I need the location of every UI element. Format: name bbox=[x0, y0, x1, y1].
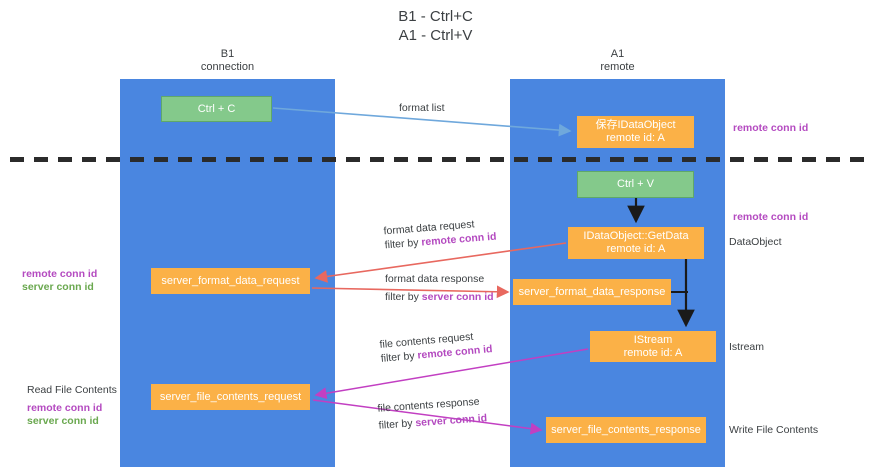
annotation-remote-conn-id-top: remote conn id bbox=[733, 122, 809, 134]
annotation-dataobject: DataObject bbox=[729, 236, 782, 248]
filter-prefix: filter by bbox=[385, 291, 422, 303]
node-server-format-data-response-label: server_format_data_response bbox=[518, 285, 666, 298]
annotation-server-conn-id: server conn id bbox=[27, 415, 99, 427]
arrow-label-format-data-request: format data request filter by remote con… bbox=[383, 216, 497, 253]
node-istream[interactable]: IStream remote id: A bbox=[590, 331, 716, 362]
node-getdata-title: IDataObject::GetData bbox=[583, 230, 689, 242]
phase-divider bbox=[10, 157, 865, 162]
node-server-file-contents-request[interactable]: server_file_contents_request bbox=[151, 384, 310, 410]
arrow-label-format-list: format list bbox=[399, 101, 445, 115]
arrow-label-format-data-response-filter: filter by server conn id bbox=[385, 290, 494, 304]
annotation-left-conn-ids-top: remote conn id server conn id bbox=[22, 268, 97, 294]
node-ctrl-c[interactable]: Ctrl + C bbox=[161, 96, 272, 122]
arrow-label-format-list-text: format list bbox=[399, 102, 445, 114]
node-getdata-subtitle: remote id: A bbox=[606, 243, 666, 255]
annotation-write-file-contents: Write File Contents bbox=[729, 424, 819, 436]
arrow-label-file-contents-request: file contents request filter by remote c… bbox=[379, 328, 493, 366]
node-ctrl-v-label: Ctrl + V bbox=[617, 178, 654, 190]
node-idataobject[interactable]: 保存IDataObject remote id: A bbox=[577, 116, 694, 148]
arrow-label-format-data-response: format data response filter by server co… bbox=[385, 272, 494, 304]
filter-key-server-conn-id: server conn id bbox=[421, 291, 494, 303]
node-idataobject-getdata[interactable]: IDataObject::GetData remote id: A bbox=[568, 227, 704, 259]
node-server-file-contents-request-label: server_file_contents_request bbox=[159, 390, 302, 403]
lane-header-b1-name: B1 bbox=[220, 48, 235, 60]
lane-header-a1-role: remote bbox=[600, 61, 635, 73]
node-idataobject-subtitle: remote id: A bbox=[606, 132, 665, 144]
node-ctrl-v[interactable]: Ctrl + V bbox=[577, 171, 694, 198]
node-server-format-data-request[interactable]: server_format_data_request bbox=[151, 268, 310, 294]
node-istream-title: IStream bbox=[633, 333, 673, 346]
arrow-label-format-data-response-text: format data response bbox=[385, 273, 485, 285]
lane-header-b1-role: connection bbox=[200, 61, 255, 73]
node-server-file-contents-response[interactable]: server_file_contents_response bbox=[546, 417, 706, 443]
annotation-read-file-contents: Read File Contents bbox=[27, 384, 117, 396]
node-server-file-contents-response-label: server_file_contents_response bbox=[551, 423, 701, 436]
annotation-remote-conn-id: remote conn id bbox=[22, 268, 98, 280]
lane-header-a1-name: A1 bbox=[610, 48, 625, 60]
annotation-remote-conn-id-mid: remote conn id bbox=[733, 211, 809, 223]
node-server-format-data-request-label: server_format_data_request bbox=[161, 274, 300, 287]
page-title: B1 - Ctrl+C A1 - Ctrl+V bbox=[0, 7, 871, 45]
node-server-format-data-response[interactable]: server_format_data_response bbox=[513, 279, 671, 305]
annotation-left-conn-ids-bottom: remote conn id server conn id bbox=[27, 402, 102, 428]
title-line-2: A1 - Ctrl+V bbox=[398, 27, 473, 44]
filter-prefix: filter by bbox=[378, 417, 416, 432]
annotation-istream: Istream bbox=[729, 341, 765, 353]
lane-header-b1: B1 connection bbox=[120, 48, 335, 74]
lane-header-a1: A1 remote bbox=[510, 48, 725, 74]
filter-prefix: filter by bbox=[384, 236, 422, 252]
annotation-remote-conn-id: remote conn id bbox=[27, 402, 103, 414]
title-line-1: B1 - Ctrl+C bbox=[398, 8, 473, 25]
node-istream-subtitle: remote id: A bbox=[623, 346, 683, 359]
node-idataobject-title: 保存IDataObject bbox=[595, 119, 676, 131]
annotation-server-conn-id: server conn id bbox=[22, 281, 94, 293]
arrow-label-file-contents-response: file contents response filter by server … bbox=[377, 394, 487, 432]
filter-key-server-conn-id: server conn id bbox=[414, 412, 488, 430]
filter-prefix: filter by bbox=[380, 349, 418, 365]
node-ctrl-c-label: Ctrl + C bbox=[197, 102, 236, 115]
